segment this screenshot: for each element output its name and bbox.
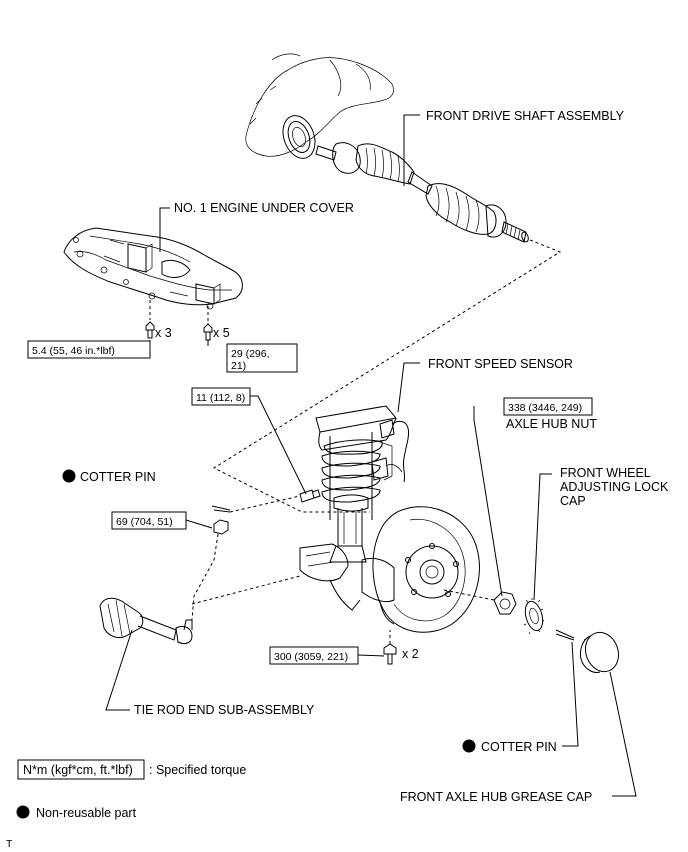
label-axle-hub-nut: AXLE HUB NUT	[506, 417, 597, 431]
qty-under-cover-clip: x 5	[213, 326, 230, 340]
leader-lines	[105, 114, 637, 797]
speed-sensor-bolt	[299, 489, 321, 503]
qty-under-cover-bolt: x 3	[155, 326, 172, 340]
under-cover-clip	[203, 306, 213, 341]
torque-under-cover-clip-line2: 21)	[231, 360, 246, 372]
footer-mark: T	[6, 838, 13, 850]
assembly-dashed-lines	[191, 239, 562, 644]
torque-knuckle-bolt: 300 (3059, 221)	[274, 651, 348, 663]
torque-axle-hub-nut: 338 (3446, 249)	[508, 402, 582, 414]
knuckle-hub-illustration	[299, 506, 480, 633]
label-engine-under-cover: NO. 1 ENGINE UNDER COVER	[174, 201, 354, 215]
qty-knuckle-bolt: x 2	[402, 647, 419, 661]
torque-box-under-cover-bolt	[27, 340, 151, 359]
knuckle-bolt	[383, 643, 397, 665]
torque-box-under-cover-clip	[226, 343, 298, 373]
tie-rod-end-illustration	[99, 597, 193, 645]
legend-torque-box	[17, 759, 145, 780]
label-front-speed-sensor: FRONT SPEED SENSOR	[428, 357, 573, 371]
label-cap: CAP	[560, 494, 586, 508]
non-reusable-mark-cotter-pin-right	[462, 739, 476, 753]
under-cover-bolt	[145, 300, 155, 339]
label-front-wheel: FRONT WHEEL	[560, 466, 651, 480]
legend: N*m (kgf*cm, ft.*lbf) : Specified torque…	[16, 759, 246, 820]
legend-non-reusable-mark	[16, 805, 30, 819]
torque-speed-sensor-bolt: 11 (112, 8)	[196, 392, 245, 404]
label-tie-rod-end: TIE ROD END SUB-ASSEMBLY	[134, 703, 315, 717]
lock-cap-illustration	[523, 598, 545, 635]
torque-under-cover-bolt: 5.4 (55, 46 in.*lbf)	[32, 345, 115, 357]
torque-box-tie-rod-nut	[111, 511, 187, 530]
front-drive-shaft-illustration	[315, 142, 529, 243]
grease-cap-illustration	[579, 631, 620, 673]
label-cotter-pin-left: COTTER PIN	[80, 470, 156, 484]
oil-seal	[282, 115, 316, 159]
tie-rod-nut	[213, 519, 229, 535]
transaxle-housing	[245, 53, 394, 157]
cotter-pin-right-illustration	[555, 629, 575, 641]
label-front-drive-shaft: FRONT DRIVE SHAFT ASSEMBLY	[426, 109, 625, 123]
cotter-pin-left-illustration	[211, 505, 231, 513]
legend-non-reusable: Non-reusable part	[36, 806, 137, 820]
legend-torque-desc: : Specified torque	[149, 763, 246, 777]
torque-box-axle-hub-nut	[503, 397, 593, 416]
label-grease-cap: FRONT AXLE HUB GREASE CAP	[400, 790, 592, 804]
torque-under-cover-clip-line1: 29 (296,	[231, 348, 270, 360]
torque-box-knuckle-bolt	[269, 646, 359, 665]
label-adjusting-lock: ADJUSTING LOCK	[560, 480, 669, 494]
torque-box-speed-sensor-bolt	[191, 387, 251, 406]
engine-under-cover-illustration	[63, 227, 243, 310]
non-reusable-mark-cotter-pin-left	[62, 469, 76, 483]
torque-tie-rod-nut: 69 (704, 51)	[116, 516, 173, 528]
legend-torque-unit: N*m (kgf*cm, ft.*lbf)	[23, 763, 133, 777]
label-cotter-pin-right: COTTER PIN	[481, 740, 557, 754]
speed-sensor-illustration	[371, 419, 409, 483]
strut-spring-illustration	[315, 405, 397, 563]
axle-hub-nut-illustration	[493, 591, 517, 615]
